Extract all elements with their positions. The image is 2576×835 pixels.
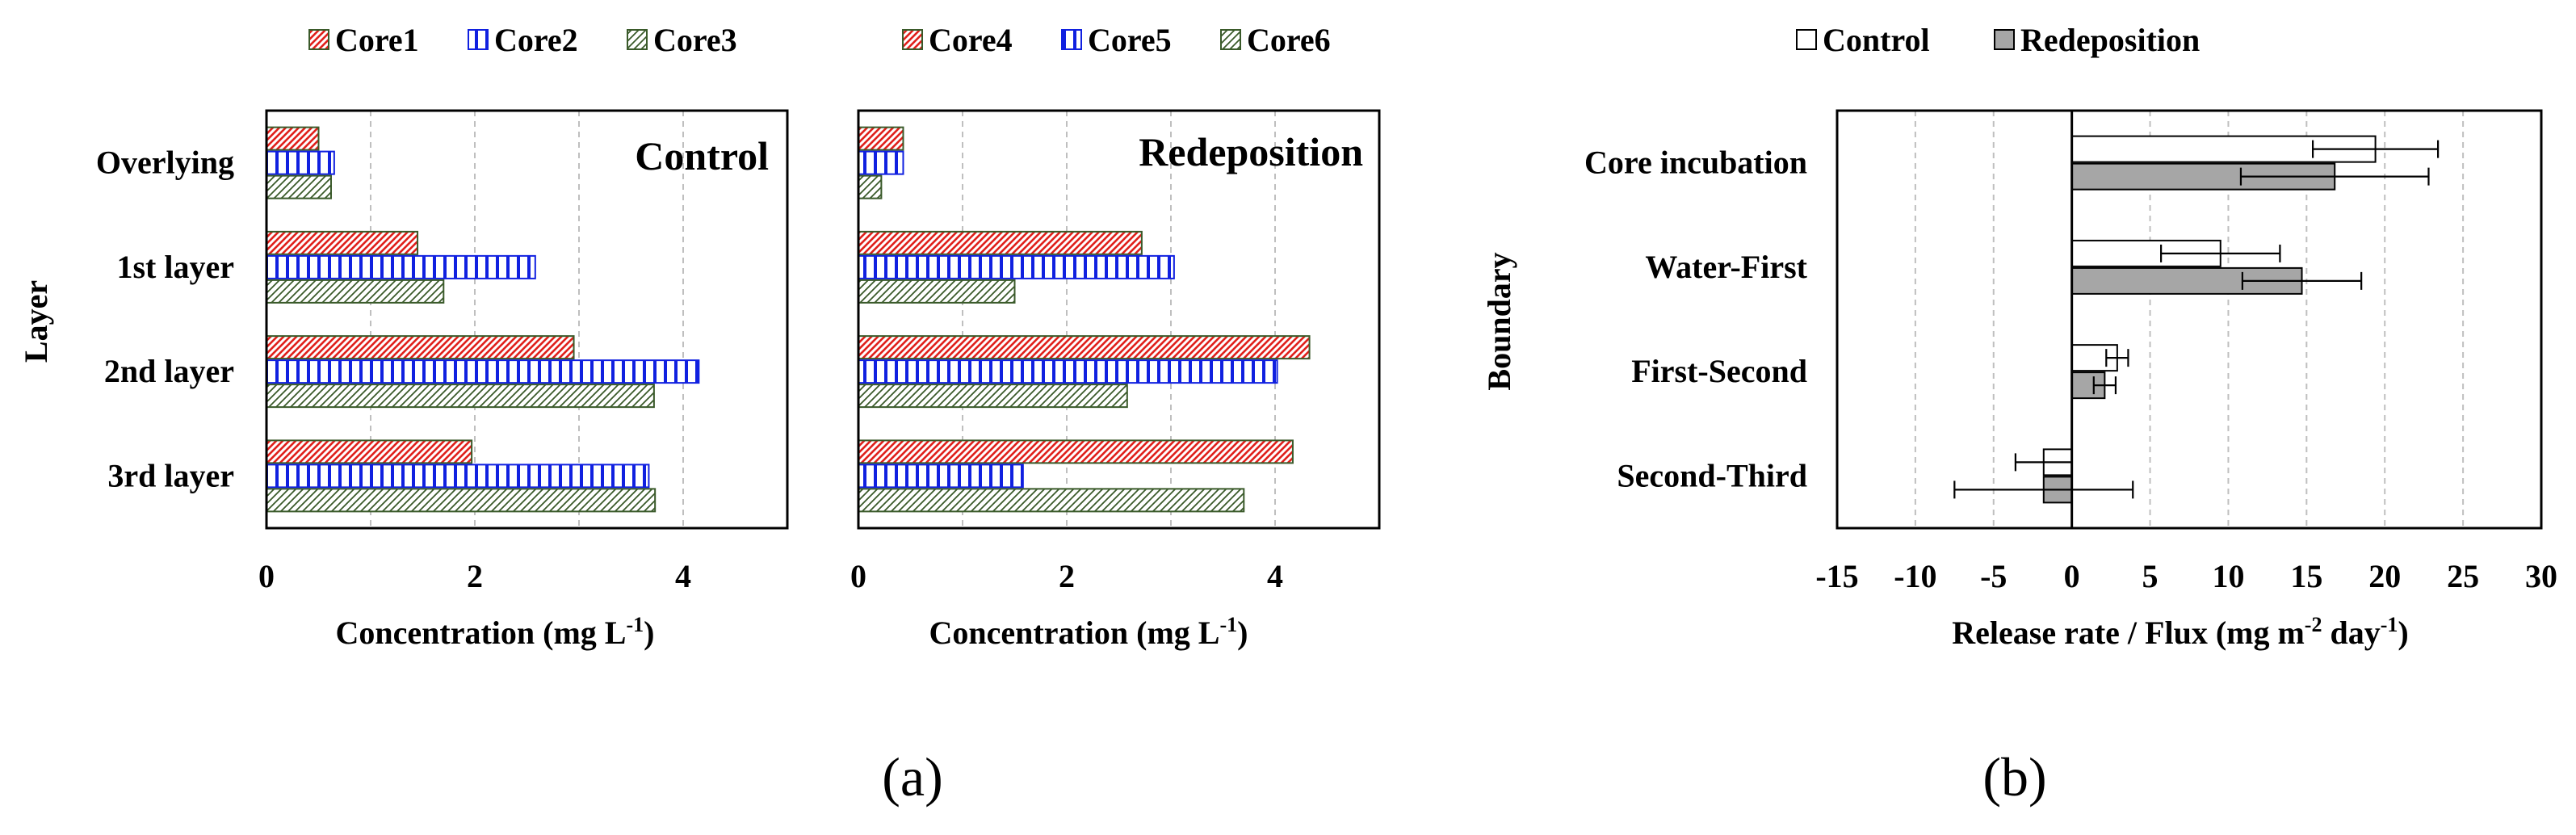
- chart-redeposition: Core4 Core5 Core6 Redeposition 0 2 4 Concent…: [850, 22, 1381, 651]
- annotation-redeposition: Redeposition: [1139, 129, 1363, 174]
- x-tick-label: -5: [1980, 558, 2007, 594]
- bar-core6-1st-layer: [858, 279, 1016, 304]
- legend-label-control: Control: [1823, 22, 1930, 58]
- bar-core1-3rd-layer: [266, 439, 473, 464]
- bar-core2-2nd-layer: [266, 359, 700, 384]
- legend-label-core3: Core3: [653, 22, 737, 58]
- legend-flux: Control Redeposition: [1796, 22, 2200, 58]
- x-tick-label: 0: [2064, 558, 2080, 594]
- category-label-water-first: Water-First: [1645, 249, 1807, 285]
- bar-core5-1st-layer: [858, 254, 1175, 279]
- bar-core6-overlying: [858, 174, 883, 199]
- x-axis-label-redeposition: Concentration (mg L-1): [929, 613, 1248, 651]
- bar-core5-overlying: [858, 150, 904, 175]
- x-tick-label: 10: [2212, 558, 2244, 594]
- bar-core1-2nd-layer: [266, 335, 575, 360]
- x-axis-label-flux: Release rate / Flux (mg m-2 day-1): [1952, 613, 2408, 651]
- bar-core4-3rd-layer: [858, 439, 1294, 464]
- category-label-core-incubation: Core incubation: [1584, 145, 1807, 181]
- legend-swatch-core1: [308, 29, 329, 50]
- bars-control: [266, 126, 700, 513]
- x-tick-label: 20: [2368, 558, 2401, 594]
- x-tick-label: 4: [1267, 558, 1283, 594]
- bar-core5-3rd-layer: [858, 464, 1024, 489]
- legend-label-core4: Core4: [929, 22, 1013, 58]
- legend-label-core6: Core6: [1247, 22, 1331, 58]
- bar-core6-3rd-layer: [858, 488, 1245, 513]
- annotation-control: Control: [635, 133, 769, 178]
- x-tick-label: 5: [2142, 558, 2159, 594]
- x-tick-label: 0: [258, 558, 275, 594]
- x-axis-label-control: Concentration (mg L-1): [336, 613, 655, 651]
- bar-core5-2nd-layer: [858, 359, 1278, 384]
- legend-label-redeposition: Redeposition: [2020, 22, 2200, 58]
- bar-core4-1st-layer: [858, 230, 1143, 255]
- legend-swatch-core4: [902, 29, 923, 50]
- y-axis-label-flux: Boundary: [1481, 252, 1517, 390]
- bar-core2-overlying: [266, 150, 335, 175]
- bar-core1-1st-layer: [266, 230, 419, 255]
- x-tick-label: 4: [675, 558, 691, 594]
- panel-label-a: (a): [882, 746, 942, 808]
- bar-core2-3rd-layer: [266, 464, 650, 489]
- plot-frame-control: [265, 109, 789, 530]
- category-labels-control: Overlying 1st layer 2nd layer 3rd layer: [96, 145, 234, 494]
- bars-flux: [1953, 111, 2440, 528]
- bar-core3-overlying: [266, 174, 332, 199]
- x-tick-label: 2: [467, 558, 483, 594]
- legend-swatch-redeposition: [1994, 29, 2015, 50]
- x-tick-label: 30: [2525, 558, 2557, 594]
- legend-swatch-core3: [627, 29, 648, 50]
- legend-redeposition: Core4 Core5 Core6: [902, 22, 1331, 58]
- category-labels-flux: Core incubationWater-FirstFirst-SecondSe…: [1584, 145, 1808, 494]
- legend-swatch-core2: [468, 29, 489, 50]
- category-label-second-third: Second-Third: [1617, 457, 1807, 493]
- x-tick-label: 0: [850, 558, 866, 594]
- legend-swatch-control: [1796, 29, 1817, 50]
- category-label-2nd-layer: 2nd layer: [104, 353, 234, 389]
- category-label-overlying: Overlying: [96, 145, 234, 181]
- x-tick-label: -15: [1815, 558, 1858, 594]
- y-axis-label-control: Layer: [18, 280, 54, 363]
- bars-redeposition: [858, 126, 1311, 513]
- chart-control: Core1 Core2 Core3 Control Overlying 1st lay…: [18, 22, 789, 651]
- legend-label-core1: Core1: [335, 22, 419, 58]
- category-label-1st-layer: 1st layer: [116, 249, 234, 285]
- category-label-first-second: First-Second: [1631, 353, 1807, 389]
- bar-core3-1st-layer: [266, 279, 445, 304]
- x-tick-label: 2: [1059, 558, 1075, 594]
- bar-core6-2nd-layer: [858, 384, 1128, 409]
- panel-label-b: (b): [1982, 746, 2046, 808]
- bar-core4-overlying: [858, 126, 904, 151]
- legend-label-core2: Core2: [494, 22, 578, 58]
- chart-flux: Control Redeposition Core incubationWater…: [1481, 22, 2557, 651]
- bar-core3-3rd-layer: [266, 488, 657, 513]
- bar-core1-overlying: [266, 126, 320, 151]
- x-tick-label: -10: [1894, 558, 1936, 594]
- x-tick-labels-control: 0 2 4: [258, 558, 691, 594]
- x-tick-label: 15: [2290, 558, 2322, 594]
- legend-control: Core1 Core2 Core3: [308, 22, 737, 58]
- bar-core2-1st-layer: [266, 254, 536, 279]
- x-tick-labels-redeposition: 0 2 4: [850, 558, 1283, 594]
- plot-frame-flux: [1836, 109, 2543, 530]
- plot-frame-redeposition: [857, 109, 1381, 530]
- legend-label-core5: Core5: [1088, 22, 1172, 58]
- x-tick-label: 25: [2447, 558, 2479, 594]
- legend-swatch-core5: [1061, 29, 1082, 50]
- category-label-3rd-layer: 3rd layer: [107, 457, 234, 493]
- legend-swatch-core6: [1220, 29, 1241, 50]
- bar-core4-2nd-layer: [858, 335, 1311, 360]
- x-tick-labels-flux: -15 -10 -5 0 5 10 15 20 25 30: [1815, 558, 2557, 594]
- bar-core3-2nd-layer: [266, 384, 655, 409]
